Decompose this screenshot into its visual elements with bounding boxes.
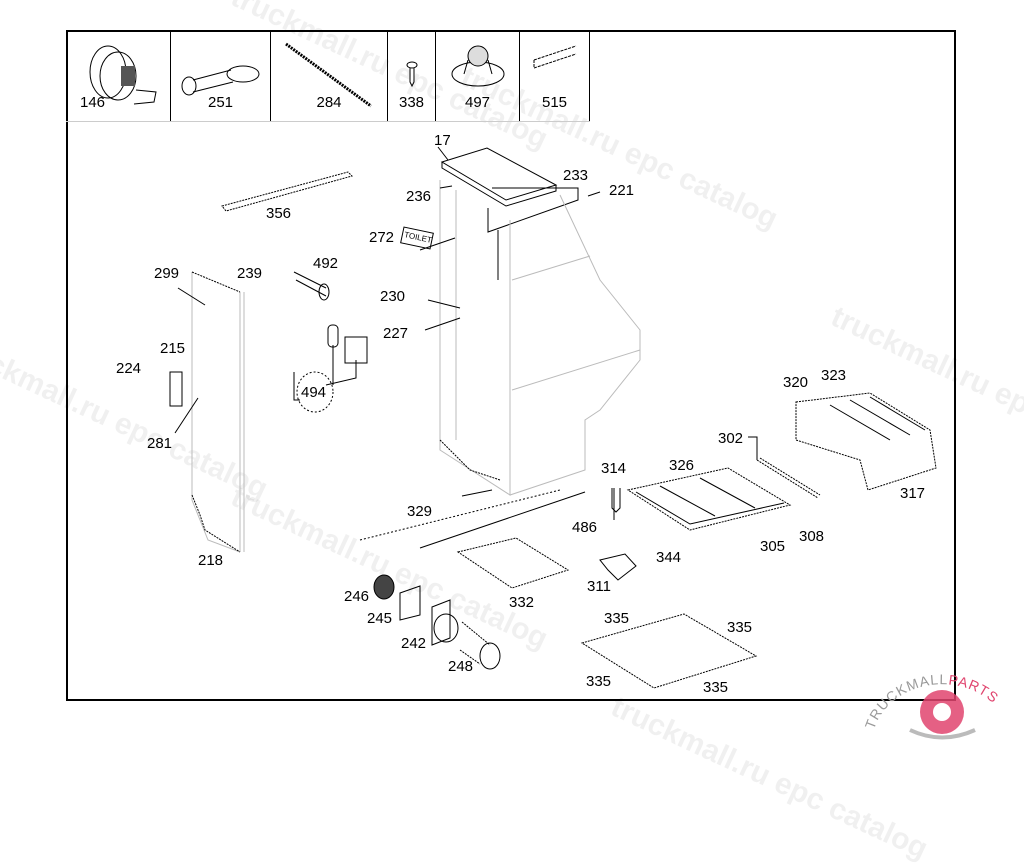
callout-314[interactable]: 314 bbox=[601, 460, 627, 477]
callout-221[interactable]: 221 bbox=[609, 182, 635, 199]
door-panel bbox=[191, 271, 245, 553]
thumb-284[interactable]: 284 bbox=[271, 30, 388, 121]
thumb-146[interactable]: 146 bbox=[66, 30, 171, 121]
thumb-label: 251 bbox=[207, 94, 234, 111]
callout-272[interactable]: 272 bbox=[369, 229, 395, 246]
truckmallparts-logo: TRUCKMALLPARTS bbox=[862, 671, 1001, 740]
callout-227[interactable]: 227 bbox=[383, 325, 409, 342]
cabinet-body bbox=[439, 180, 641, 496]
thumb-label: 515 bbox=[541, 94, 568, 111]
gear-icon bbox=[909, 690, 976, 740]
callout-335[interactable]: 335 bbox=[703, 679, 729, 696]
callout-245[interactable]: 245 bbox=[367, 610, 393, 627]
callout-302[interactable]: 302 bbox=[718, 430, 744, 447]
key-icon bbox=[181, 65, 260, 96]
strip-seal-icon bbox=[285, 42, 372, 108]
callout-218[interactable]: 218 bbox=[198, 552, 224, 569]
part-248-pipe bbox=[459, 621, 491, 665]
thumb-label: 338 bbox=[398, 94, 425, 111]
part-335-seals bbox=[580, 613, 758, 689]
part-332-plate bbox=[456, 537, 570, 589]
callout-299[interactable]: 299 bbox=[154, 265, 180, 282]
part-494-plate-a bbox=[327, 324, 339, 348]
callout-335[interactable]: 335 bbox=[586, 673, 612, 690]
blower-fan-icon bbox=[89, 45, 157, 105]
callout-492[interactable]: 492 bbox=[313, 255, 339, 272]
thumb-251[interactable]: 251 bbox=[171, 30, 271, 121]
callout-335[interactable]: 335 bbox=[727, 619, 753, 636]
callout-356[interactable]: 356 bbox=[266, 205, 292, 222]
callout-242[interactable]: 242 bbox=[401, 635, 427, 652]
callout-326[interactable]: 326 bbox=[669, 457, 695, 474]
callout-332[interactable]: 332 bbox=[509, 594, 535, 611]
cabinet-base bbox=[359, 439, 586, 549]
exploded-view-drawing bbox=[169, 146, 937, 689]
callout-236[interactable]: 236 bbox=[406, 188, 432, 205]
callout-486[interactable]: 486 bbox=[572, 519, 598, 536]
diagram-frame bbox=[66, 30, 956, 701]
callout-335[interactable]: 335 bbox=[604, 610, 630, 627]
callout-305[interactable]: 305 bbox=[760, 538, 786, 555]
part-242-vent bbox=[431, 599, 451, 646]
screw-icon bbox=[406, 61, 418, 88]
part-314-screw bbox=[611, 488, 621, 513]
rail-profile-icon bbox=[533, 45, 577, 69]
part-356-bar bbox=[221, 171, 353, 212]
part-215-hinge bbox=[169, 371, 183, 407]
callout-308[interactable]: 308 bbox=[799, 528, 825, 545]
callout-323[interactable]: 323 bbox=[821, 367, 847, 384]
part-272-sign-frame bbox=[400, 226, 434, 250]
thumbnail-strip: 146 251 284 338 bbox=[66, 30, 590, 122]
callout-317[interactable]: 317 bbox=[900, 485, 926, 502]
callout-17[interactable]: 17 bbox=[434, 132, 451, 149]
thumb-label: 497 bbox=[464, 94, 491, 111]
part-245-gasket bbox=[399, 585, 421, 621]
callout-230[interactable]: 230 bbox=[380, 288, 406, 305]
thumb-515[interactable]: 515 bbox=[520, 30, 590, 121]
callout-344[interactable]: 344 bbox=[656, 549, 682, 566]
part-17-top-tray bbox=[440, 147, 579, 233]
part-317-cover bbox=[795, 392, 937, 491]
part-246-grille bbox=[373, 574, 395, 600]
knob-cap-icon bbox=[451, 45, 505, 87]
part-494-plate-b bbox=[344, 336, 368, 364]
callout-224[interactable]: 224 bbox=[116, 360, 142, 377]
callout-494[interactable]: 494 bbox=[301, 384, 327, 401]
thumb-label: 284 bbox=[316, 94, 342, 111]
callout-281[interactable]: 281 bbox=[147, 435, 173, 452]
part-326-frame bbox=[626, 467, 792, 531]
part-494-circle bbox=[296, 371, 334, 413]
part-492-cylinder bbox=[293, 271, 327, 297]
callout-311[interactable]: 311 bbox=[587, 578, 611, 595]
callout-329[interactable]: 329 bbox=[407, 503, 433, 520]
callout-215[interactable]: 215 bbox=[160, 340, 186, 357]
part-311-bracket bbox=[599, 553, 637, 581]
thumb-497[interactable]: 497 bbox=[436, 30, 520, 121]
callout-239[interactable]: 239 bbox=[237, 265, 263, 282]
callout-246[interactable]: 246 bbox=[344, 588, 370, 605]
thumb-label: 146 bbox=[80, 94, 106, 111]
thumb-338[interactable]: 338 bbox=[388, 30, 436, 121]
callout-233[interactable]: 233 bbox=[563, 167, 589, 184]
callout-320[interactable]: 320 bbox=[783, 374, 809, 391]
callout-248[interactable]: 248 bbox=[448, 658, 474, 675]
